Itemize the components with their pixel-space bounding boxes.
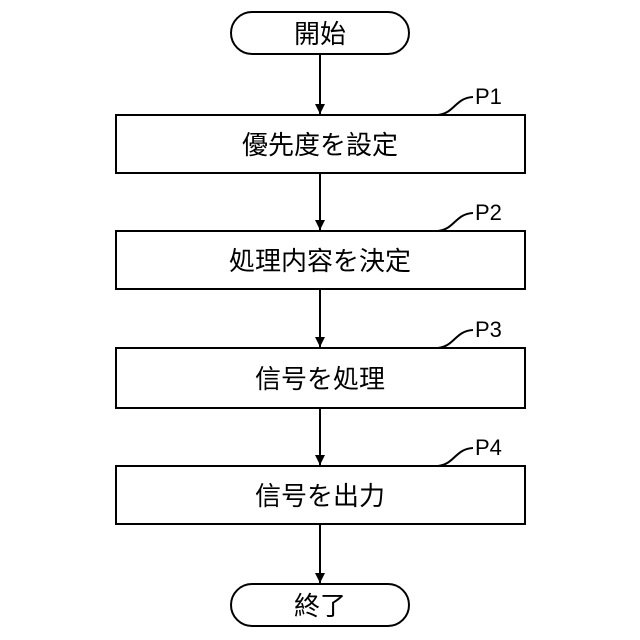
process-step-p3-label: 信号を処理 <box>255 365 385 395</box>
end-terminal: 終了 <box>231 584 409 626</box>
process-step-p4-label: 信号を出力 <box>255 482 385 512</box>
start-terminal: 開始 <box>231 12 409 54</box>
start-terminal-label: 開始 <box>294 20 346 50</box>
end-terminal-label: 終了 <box>294 592 346 622</box>
process-step-p1-label: 優先度を設定 <box>242 131 398 161</box>
process-step-p2-leader <box>438 213 473 231</box>
process-step-p2-label: 処理内容を決定 <box>229 247 411 277</box>
process-step-p1-leader <box>438 97 473 115</box>
process-step-p3-id: P3 <box>475 317 502 342</box>
process-step-p2-id: P2 <box>475 200 502 225</box>
process-step-p4-id: P4 <box>475 435 502 460</box>
process-step-p4-leader <box>438 448 473 466</box>
process-step-p3-leader <box>438 330 473 348</box>
process-step-p1-id: P1 <box>475 84 502 109</box>
